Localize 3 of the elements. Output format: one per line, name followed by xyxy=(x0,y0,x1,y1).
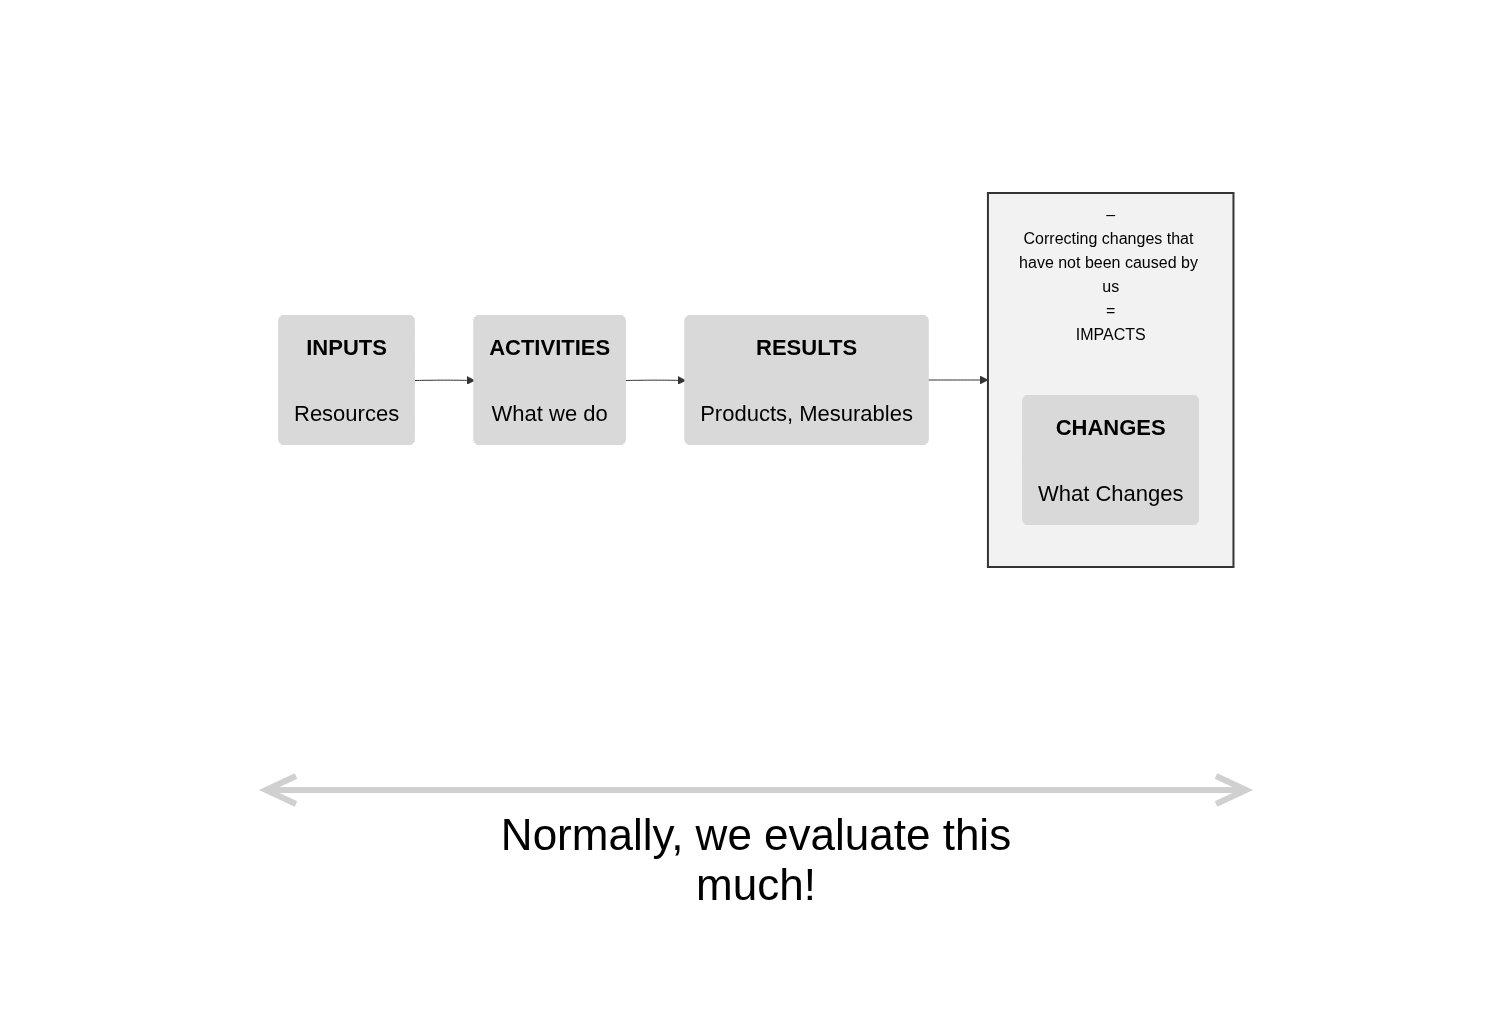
note-text: Normally, we evaluate this much! xyxy=(499,810,1013,910)
arrow xyxy=(624,375,686,385)
arrow xyxy=(413,375,475,385)
